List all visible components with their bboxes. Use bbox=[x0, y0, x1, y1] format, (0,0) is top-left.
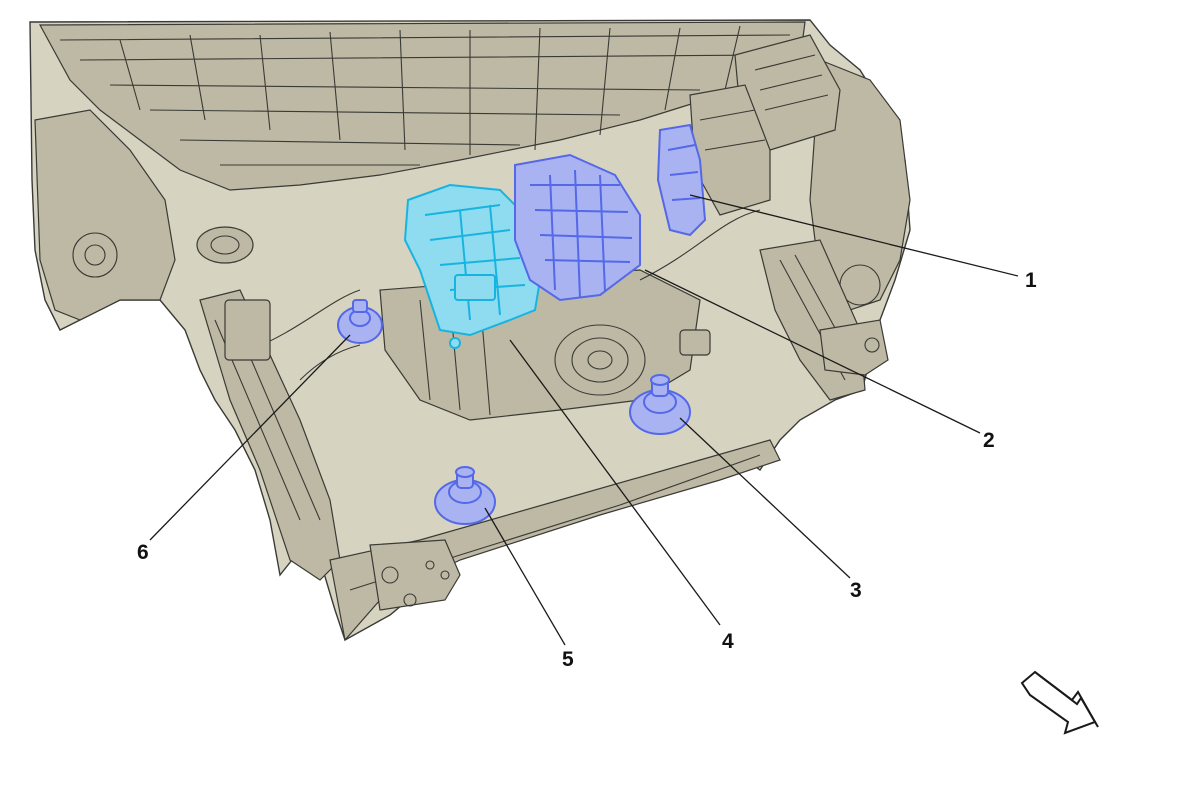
callout-6: 6 bbox=[137, 541, 149, 564]
leader-lines bbox=[149, 194, 1019, 646]
control-unit-highlight bbox=[403, 183, 542, 349]
leader-line-4 bbox=[509, 339, 721, 626]
callout-labels: 1 2 3 4 5 6 bbox=[137, 269, 1037, 671]
inverter-highlight bbox=[514, 153, 641, 302]
direction-arrow-icon bbox=[1020, 670, 1099, 735]
mount-right-highlight bbox=[629, 374, 691, 435]
callout-5: 5 bbox=[562, 648, 574, 671]
mount-left-highlight bbox=[337, 299, 383, 344]
callout-1: 1 bbox=[1025, 269, 1037, 292]
leader-line-2 bbox=[644, 269, 981, 434]
battery-module-highlight bbox=[656, 123, 707, 237]
mount-front-highlight bbox=[434, 466, 496, 525]
leader-line-5 bbox=[484, 507, 566, 646]
callout-4: 4 bbox=[722, 630, 734, 653]
leader-line-1 bbox=[689, 194, 1019, 277]
callout-3: 3 bbox=[850, 579, 862, 602]
leader-line-6 bbox=[149, 334, 351, 541]
leader-line-3 bbox=[679, 417, 851, 579]
callout-2: 2 bbox=[983, 429, 995, 452]
